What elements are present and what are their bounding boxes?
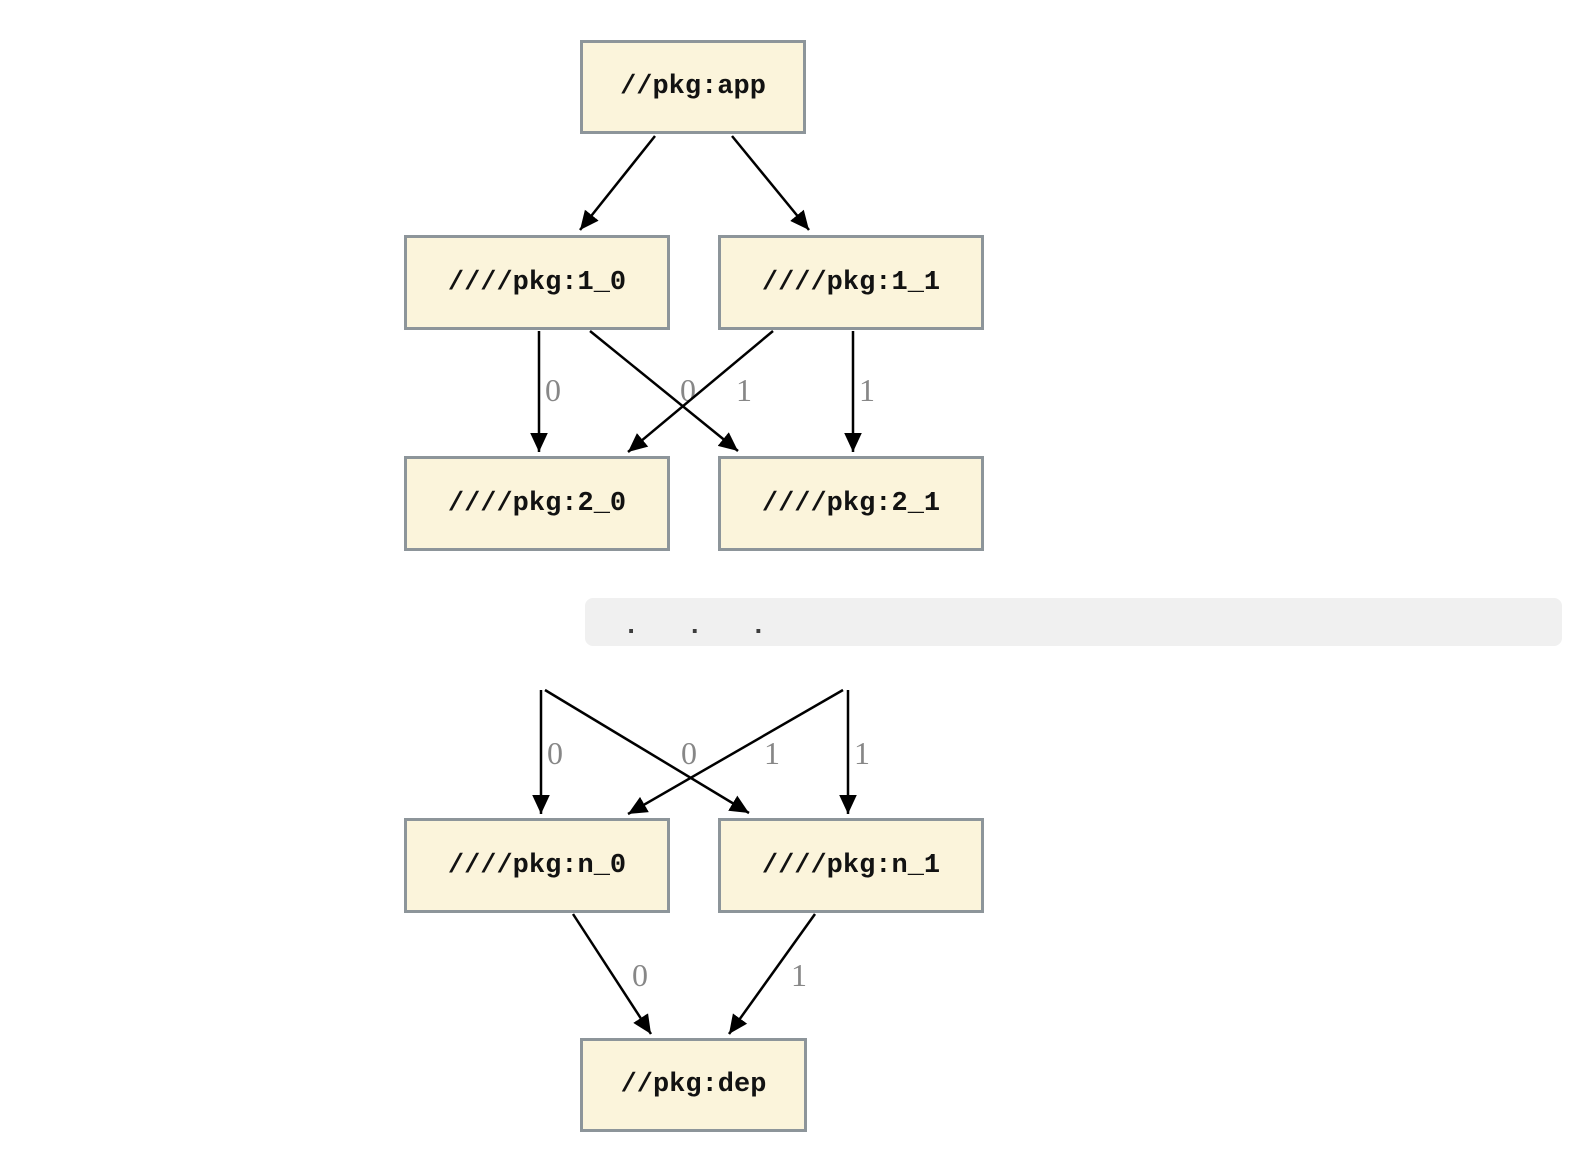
ellipsis-separator: . . .	[585, 598, 1562, 646]
edge-label-ellipsis-to-n_0b: 1	[764, 735, 780, 771]
node-1_1: ////pkg:1_1	[718, 235, 984, 330]
edge-1_1-to-2_0	[627, 330, 774, 453]
edge-n_0-to-dep	[571, 913, 653, 1035]
edge-label-ellipsis-to-n_1: 0	[681, 735, 697, 771]
edge-label-1_0-to-2_0: 0	[545, 372, 561, 408]
edge-app-to-1_0	[579, 135, 656, 231]
node-dep: //pkg:dep	[580, 1038, 807, 1132]
edge-1_0-to-2_1	[589, 330, 739, 452]
node-app: //pkg:app	[580, 40, 806, 134]
node-n_1: ////pkg:n_1	[718, 818, 984, 913]
edge-n_1-to-dep	[727, 913, 817, 1035]
edge-label-ellipsis-to-n_1b: 1	[854, 735, 870, 771]
edge-ellipsis-to-n_0b	[627, 688, 844, 816]
node-1_0: ////pkg:1_0	[404, 235, 670, 330]
edge-label-1_1-to-2_0: 1	[736, 372, 752, 408]
node-n_0: ////pkg:n_0	[404, 818, 670, 913]
node-2_0: ////pkg:2_0	[404, 456, 670, 551]
edge-label-1_1-to-2_1: 1	[859, 372, 875, 408]
edge-app-to-1_1	[731, 135, 810, 231]
node-2_1: ////pkg:2_1	[718, 456, 984, 551]
edge-label-n_1-to-dep: 1	[791, 957, 807, 993]
edge-label-n_0-to-dep: 0	[632, 957, 648, 993]
edge-ellipsis-to-n_1	[544, 688, 750, 815]
edge-label-ellipsis-to-n_0: 0	[547, 735, 563, 771]
